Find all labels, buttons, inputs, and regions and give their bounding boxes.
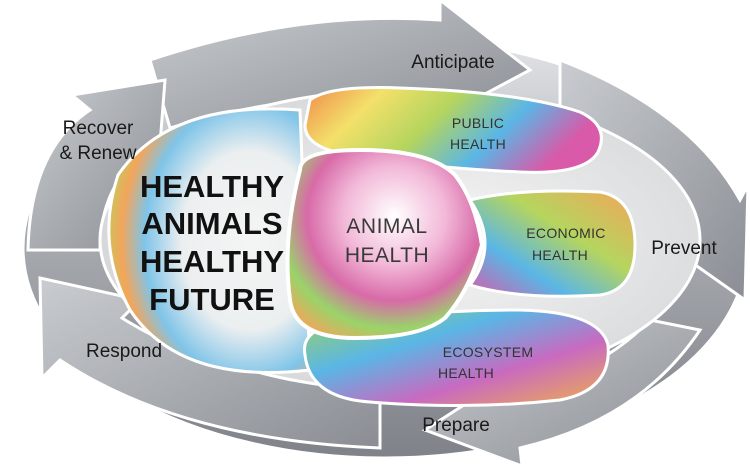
economic-health-lobe [467,189,637,298]
public-health-label-line1: PUBLIC [452,115,504,131]
headline-line1: HEALTHY [140,169,284,204]
prepare-label: Prepare [422,415,490,436]
animal-health-center [285,147,485,341]
ecosystem-health-label-line2: HEALTH [438,365,494,381]
animal-health-label-line1: ANIMAL [346,215,427,238]
economic-health-label-line1: ECONOMIC [526,225,605,241]
headline-line2: ANIMALS [141,206,282,241]
anticipate-label: Anticipate [411,52,494,73]
ecosystem-health-label-line1: ECOSYSTEM [443,344,534,360]
recover-label-line2: & Renew [59,143,136,164]
headline-line4: FUTURE [149,282,275,317]
headline-shape [107,107,312,374]
animal-health-label-line2: HEALTH [345,244,429,267]
headline-line3: HEALTHY [140,244,284,279]
prevent-label: Prevent [651,238,717,259]
respond-label: Respond [86,341,162,362]
recover-label-line1: Recover [63,118,134,139]
public-health-label-line2: HEALTH [450,136,506,152]
economic-health-label-line2: HEALTH [532,247,588,263]
